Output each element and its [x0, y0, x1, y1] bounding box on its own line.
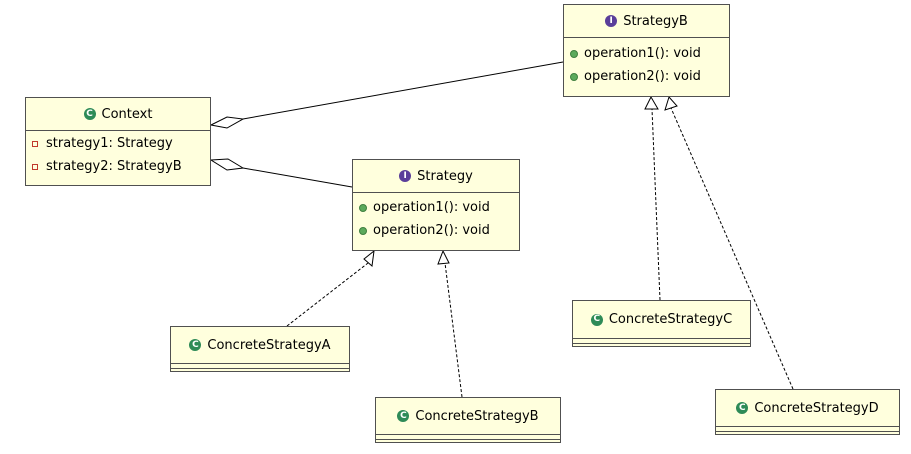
field-row: strategy1: Strategy: [26, 132, 210, 155]
method-label: operation2(): void: [584, 69, 701, 84]
empty-compartment: [171, 363, 349, 368]
strategyb-name: StrategyB: [623, 13, 688, 29]
empty-compartment: [573, 343, 750, 344]
public-method-icon: [359, 226, 367, 235]
realization-a-strategy: [286, 262, 369, 327]
class-icon: C: [189, 339, 202, 351]
concrete-a-name: ConcreteStrategyA: [207, 337, 331, 353]
context-header: C Context: [26, 98, 210, 130]
concrete-c-name: ConcreteStrategyC: [608, 312, 733, 327]
method-label: operation1(): void: [373, 200, 490, 215]
class-icon: C: [590, 313, 603, 326]
concrete-strategy-c-class[interactable]: C ConcreteStrategyC: [572, 300, 751, 347]
empty-compartment: [376, 439, 560, 440]
method-label: operation1(): void: [584, 46, 701, 61]
concrete-d-header: C ConcreteStrategyD: [716, 390, 899, 426]
realization-arrowhead-a: [363, 249, 375, 267]
strategy-name: Strategy: [417, 168, 473, 184]
aggregation-context-strategyb: [242, 61, 564, 120]
realization-b-strategy: [444, 262, 463, 398]
realization-arrowhead-d: [664, 96, 678, 111]
concrete-b-name: ConcreteStrategyB: [415, 408, 539, 424]
concrete-a-header: C ConcreteStrategyA: [171, 327, 349, 363]
class-icon: C: [736, 402, 749, 414]
class-icon: C: [83, 108, 96, 120]
aggregation-context-strategy: [242, 167, 353, 188]
strategy-methods: operation1(): void operation2(): void: [353, 192, 519, 242]
concrete-strategy-d-class[interactable]: C ConcreteStrategyD: [715, 389, 900, 435]
public-method-icon: [359, 203, 367, 212]
field-label: strategy1: Strategy: [46, 136, 173, 151]
realization-arrowhead-c: [644, 95, 659, 110]
method-row: operation2(): void: [353, 219, 519, 242]
empty-compartment: [573, 338, 750, 343]
aggregation-diamond-bottom: [209, 158, 245, 171]
concrete-b-header: C ConcreteStrategyB: [376, 398, 560, 434]
concrete-d-name: ConcreteStrategyD: [754, 400, 879, 416]
method-row: operation2(): void: [564, 65, 729, 88]
aggregation-diamond-top: [209, 116, 245, 129]
interface-icon: I: [605, 15, 618, 27]
private-field-icon: [32, 163, 38, 170]
strategy-interface[interactable]: I Strategy operation1(): void operation2…: [352, 159, 520, 251]
realization-d-strategyb: [670, 107, 794, 390]
interface-icon: I: [399, 170, 412, 182]
concrete-c-header: C ConcreteStrategyC: [573, 301, 750, 338]
empty-compartment: [716, 431, 899, 432]
realization-c-strategyb: [651, 108, 661, 301]
class-icon: C: [397, 410, 410, 422]
empty-compartment: [171, 368, 349, 369]
field-label: strategy2: StrategyB: [46, 159, 182, 174]
context-class[interactable]: C Context strategy1: Strategy strategy2:…: [25, 97, 211, 186]
realization-arrowhead-b: [437, 249, 450, 265]
concrete-strategy-a-class[interactable]: C ConcreteStrategyA: [170, 326, 350, 372]
context-fields: strategy1: Strategy strategy2: StrategyB: [26, 130, 210, 178]
method-row: operation1(): void: [353, 196, 519, 219]
strategyb-interface[interactable]: I StrategyB operation1(): void operation…: [563, 4, 730, 97]
private-field-icon: [32, 140, 38, 147]
public-method-icon: [570, 72, 578, 81]
method-label: operation2(): void: [373, 223, 490, 238]
concrete-strategy-b-class[interactable]: C ConcreteStrategyB: [375, 397, 561, 443]
strategy-header: I Strategy: [353, 160, 519, 192]
method-row: operation1(): void: [564, 42, 729, 65]
public-method-icon: [570, 49, 578, 58]
field-row: strategy2: StrategyB: [26, 155, 210, 178]
strategyb-header: I StrategyB: [564, 5, 729, 37]
strategyb-methods: operation1(): void operation2(): void: [564, 37, 729, 88]
context-name: Context: [101, 106, 153, 122]
empty-compartment: [716, 426, 899, 431]
empty-compartment: [376, 434, 560, 439]
